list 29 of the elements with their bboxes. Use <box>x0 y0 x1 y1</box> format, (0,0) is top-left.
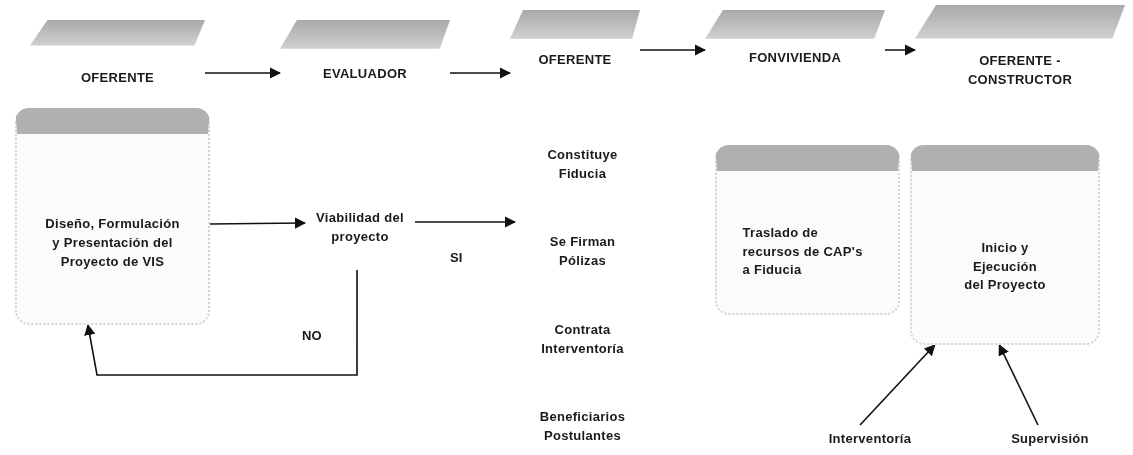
box-label: Interventoría <box>827 429 913 448</box>
box-label: FONVIVIENDA <box>748 49 842 68</box>
arrow <box>639 44 707 56</box>
box-label: Beneficiarios Postulantes <box>538 408 627 446</box>
edge-label: NO <box>300 328 324 343</box>
arrow <box>84 269 358 376</box>
arrow <box>449 67 512 79</box>
box-label: Supervisión <box>1010 429 1090 448</box>
arrow <box>884 44 917 56</box>
rounded-box <box>715 145 900 315</box>
rounded-box <box>910 145 1100 345</box>
arrow <box>998 344 1039 426</box>
box-label: OFERENTE - CONSTRUCTOR <box>966 52 1074 90</box>
box-label: EVALUADOR <box>322 65 408 84</box>
arrow <box>209 217 307 229</box>
edge-label: SI <box>448 250 465 265</box>
rounded-box <box>15 108 210 325</box>
box-label: Inicio y Ejecución del Proyecto <box>963 238 1047 295</box>
arrow <box>204 67 282 79</box>
box-label: Viabilidad del proyecto <box>315 208 405 246</box>
box-label: Se Firman Pólizas <box>548 233 617 271</box>
box-label: Contrata Interventoría <box>540 320 625 358</box>
arrow <box>859 344 936 426</box>
box-label: Constituye Fiducia <box>546 146 619 183</box>
arrow <box>414 216 517 228</box>
box-label: Traslado de recursos de CAP's a Fiducia <box>742 223 864 280</box>
box-label: OFERENTE <box>80 69 155 88</box>
box-label: OFERENTE <box>538 51 612 70</box>
box-label: Diseño, Formulación y Presentación del Proyecto de VIS <box>45 215 180 271</box>
